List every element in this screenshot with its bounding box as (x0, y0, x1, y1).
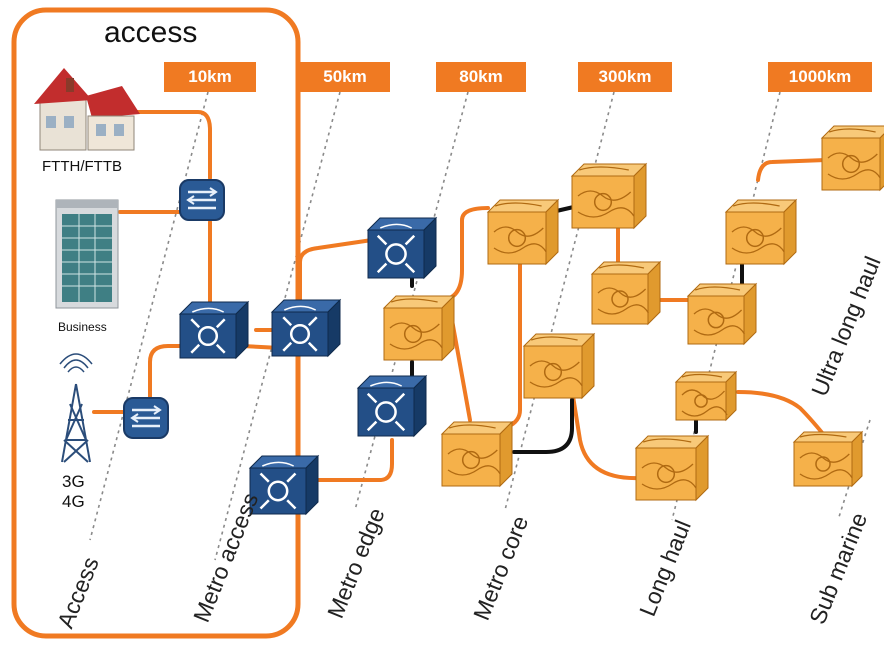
amber-node-metro-core-1 (382, 294, 456, 362)
distance-badge-300km: 300km (578, 62, 672, 92)
distance-badge-80km: 80km (436, 62, 526, 92)
link-core2 (450, 318, 472, 422)
link-core1 (438, 206, 490, 302)
blue-switch-aggregation (178, 300, 250, 360)
amber-node-sub-marine-2 (792, 430, 864, 488)
link-lh3 (570, 388, 642, 481)
optical-unit-1 (179, 179, 225, 221)
access-title: access (104, 16, 198, 49)
boundary-metro-core (504, 91, 615, 511)
amber-node-metro-core-2 (486, 198, 560, 266)
amber-node-long-haul-3 (686, 282, 758, 346)
link-metro-edge2 (314, 438, 394, 482)
amber-node-metro-core-3 (522, 332, 596, 400)
amber-node-long-haul-2 (590, 260, 662, 326)
building-icon (55, 199, 119, 309)
business-label: Business (58, 320, 107, 334)
amber-node-metro-core-4 (440, 420, 514, 488)
house-icon (34, 68, 140, 151)
boundary-access (89, 91, 209, 541)
optical-unit-2 (123, 397, 169, 439)
link-sub (736, 390, 830, 442)
amber-node-ultra-long-haul-2 (820, 125, 884, 192)
amber-node-ultra-long-haul-1 (724, 198, 798, 266)
link-core3 (496, 248, 522, 432)
mobile-4g-label: 4G (62, 492, 85, 511)
blue-switch-metro-access (270, 298, 342, 358)
link-mw-agg (148, 344, 190, 402)
blue-switch-metro-access-2 (248, 454, 320, 516)
ftth-label: FTTH/FTTB (42, 158, 122, 175)
distance-badge-10km: 10km (164, 62, 256, 92)
cell-tower-icon (59, 353, 93, 463)
mobile-3g-label: 3G (62, 472, 85, 491)
link-home (133, 110, 212, 180)
blue-switch-metro-edge-1 (366, 216, 438, 280)
amber-node-long-haul-1 (570, 162, 648, 230)
boundary-metro-edge (354, 91, 469, 511)
distance-badge-1000km: 1000km (768, 62, 872, 92)
amber-node-sub-marine-1 (674, 370, 738, 422)
blue-switch-metro-edge-2 (356, 374, 428, 438)
amber-node-long-haul-4 (634, 434, 710, 502)
distance-badge-50km: 50km (300, 62, 390, 92)
link-ulh (756, 158, 828, 182)
link-black4 (512, 398, 574, 454)
